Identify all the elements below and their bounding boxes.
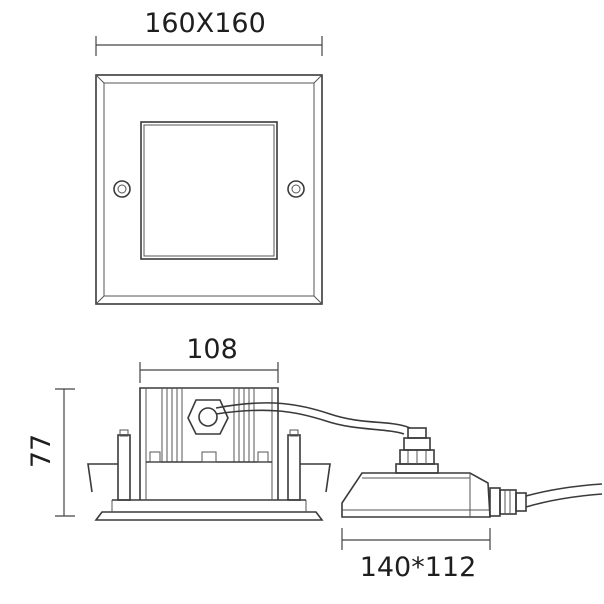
junction-box bbox=[341, 427, 603, 518]
height-label: 77 bbox=[26, 434, 57, 468]
top-view: 160X160 bbox=[95, 8, 323, 305]
body-width-label: 108 bbox=[186, 334, 238, 365]
cable bbox=[215, 402, 411, 435]
lens-window bbox=[140, 121, 278, 260]
body-width-dimension: 108 bbox=[139, 334, 279, 383]
side-view: 108 77 bbox=[26, 334, 603, 583]
height-dimension: 77 bbox=[26, 388, 75, 517]
right-screw-icon bbox=[287, 180, 305, 198]
housing bbox=[139, 387, 279, 500]
box-size-label: 140*112 bbox=[360, 552, 477, 583]
flange bbox=[94, 499, 324, 521]
right-spring-clip bbox=[287, 429, 331, 501]
top-width-dimension: 160X160 bbox=[95, 8, 323, 56]
left-screw-icon bbox=[113, 180, 131, 198]
faceplate bbox=[95, 74, 323, 305]
top-width-label: 160X160 bbox=[144, 8, 266, 39]
left-spring-clip bbox=[87, 429, 131, 501]
box-size-dimension: 140*112 bbox=[341, 528, 491, 583]
